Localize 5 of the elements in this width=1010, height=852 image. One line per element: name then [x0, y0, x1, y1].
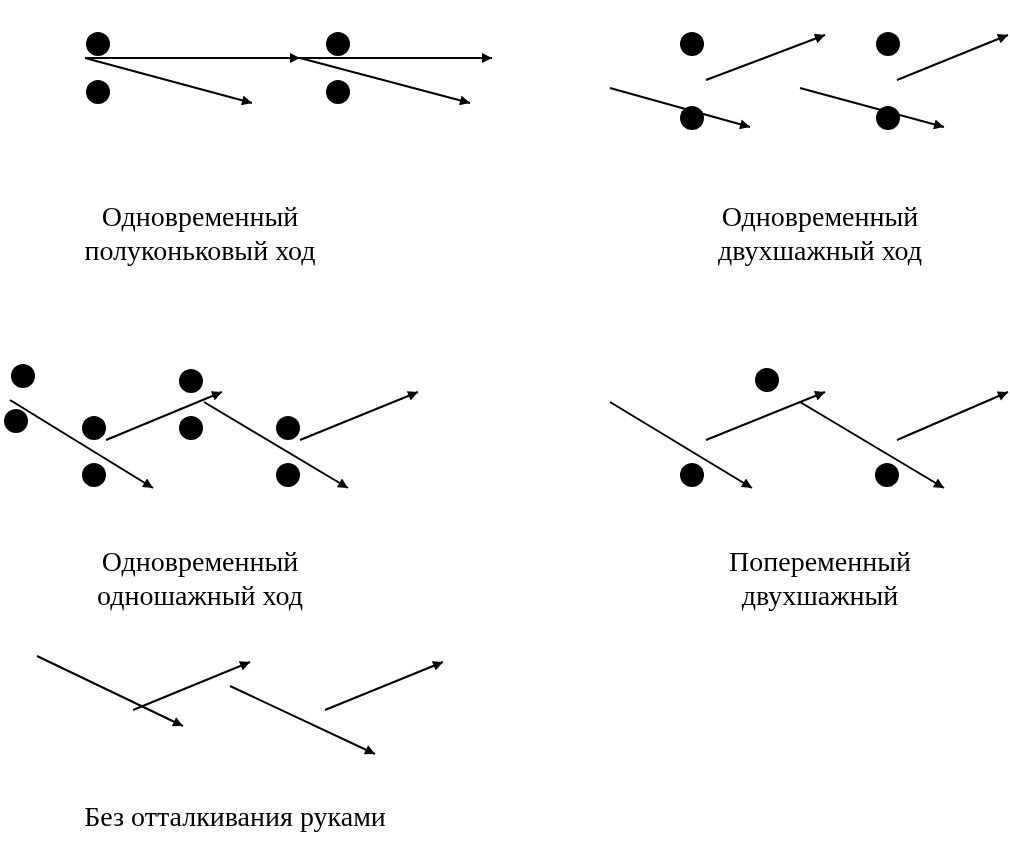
caption-text: Одновременный двухшажный ход [717, 200, 923, 268]
caption-text: Одновременный одношажный ход [96, 545, 304, 613]
caption-text: Попеременный двухшажный [728, 545, 912, 613]
caption-text: Одновременный полуконьковый ход [83, 200, 317, 268]
caption-text: Без отталкивания руками [83, 800, 387, 834]
